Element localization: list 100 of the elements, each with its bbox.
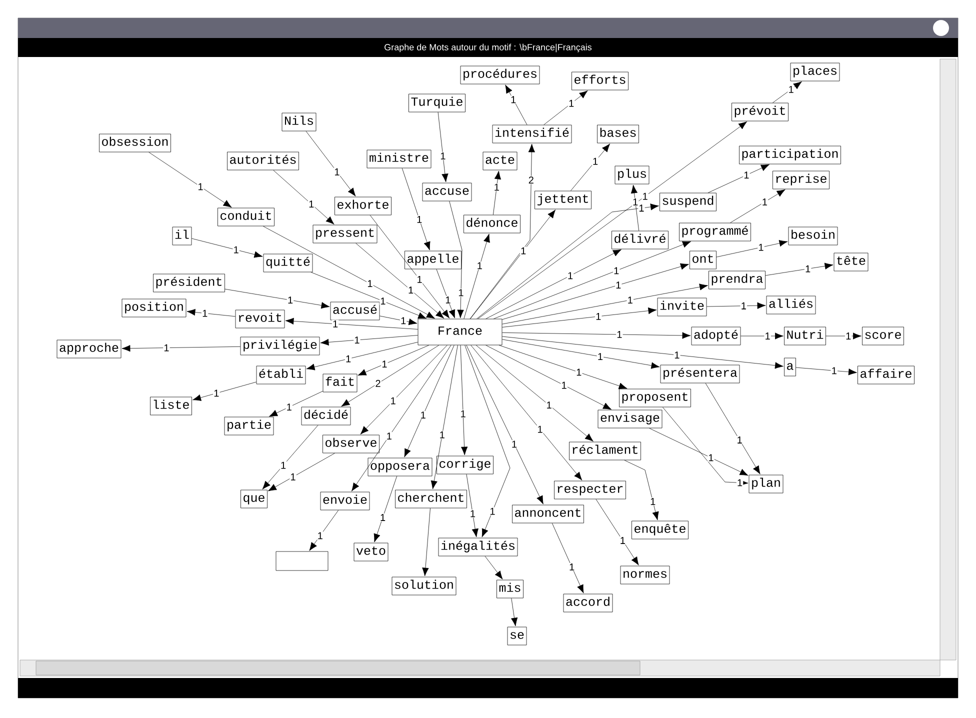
word-box: plan [748,474,784,494]
edge-label: 1 [562,382,566,389]
edge-label: 1 [380,298,386,305]
word-box: liste [150,396,192,416]
edge-label: 1 [832,367,836,374]
arrow [360,345,448,434]
edge-label: 1 [598,353,603,360]
word-box: proposent [619,388,691,408]
edge-label: 1 [421,412,426,418]
word-box: normes [620,566,670,584]
word-box: intensifié [492,124,572,144]
edge-label: 1 [202,310,208,317]
word-box: a [784,358,796,376]
arrow [796,367,857,376]
edge-label: 1 [616,282,621,289]
arrow [502,284,708,324]
word-box: accuse [422,182,472,202]
edge-label: 2 [376,380,380,387]
word-box: exhorte [334,196,392,216]
arrow [502,307,657,328]
arrow [380,316,418,326]
word-box: solution [392,576,456,596]
edge-label: 1 [759,244,764,251]
edge-label: 1 [846,332,851,340]
word-box: ont [690,250,716,270]
edge-label: 1 [164,344,169,352]
arrow [370,215,450,318]
edge-label: 1 [333,320,338,328]
arrow [730,189,786,223]
arrow [449,201,464,318]
arrow [486,249,622,319]
arrow [438,112,448,182]
edge-label: 1 [440,152,446,160]
edge-label: 1 [512,440,517,448]
edge-label: 1 [408,286,414,294]
arrow [306,131,356,196]
word-box: adopté [691,326,741,346]
edge-label: 1 [617,331,622,338]
arrow [470,345,582,480]
edge-label: 1 [281,462,286,469]
arrow [493,241,692,319]
edge-label: 1 [440,431,444,438]
arrow [224,288,330,309]
word-box: besoin [788,226,838,246]
arrow [402,168,430,250]
arrow [765,262,834,276]
arrow [502,263,689,320]
word-box: que [240,490,268,508]
word-box: Turquie [408,94,466,112]
arrow [498,345,628,390]
edge-label: 1 [291,473,296,480]
arrow [502,332,691,339]
edge-label: 1 [738,436,742,444]
word-box: Nutri [784,326,826,346]
empty-box [276,551,328,571]
word-box: dénonce [464,214,520,234]
edge-label: 1 [643,192,648,200]
arrow [262,226,435,319]
arrow [772,81,802,103]
word-box: approche [56,340,122,358]
arrow [464,234,490,319]
arrow [630,184,640,231]
word-box: reprise [772,170,830,190]
word-box: enquête [632,520,688,540]
word-box: ministre [366,150,432,168]
edge-label: 1 [490,508,495,515]
word-box: places [790,62,840,82]
edge-label: 1 [538,426,542,433]
arrow [466,345,544,504]
edge-label: 2 [528,176,534,184]
edge-label: 1 [620,537,625,544]
arrow [492,170,502,215]
arrow [470,144,535,319]
word-box: tête [834,252,868,272]
word-box: fait [322,374,358,392]
arrow [460,345,468,456]
arrow [436,269,456,318]
arrow [486,345,612,410]
word-box: délivré [612,230,668,250]
arrow [740,332,784,340]
edge-label: 1 [446,296,450,304]
word-box: procédures [460,66,540,84]
edge-label: 1 [742,302,746,310]
edge-label: 1 [569,100,574,107]
word-box: participation [739,146,841,164]
arrow [484,556,503,580]
edge-label: 1 [309,200,314,208]
word-box: jettent [534,190,592,210]
edge-label: 1 [806,265,810,272]
arrow [706,302,766,309]
arrow [306,342,418,370]
word-box: envoie [320,492,370,510]
edge-label: 1 [234,246,238,254]
word-box: partie [224,416,274,436]
diagram-title: Graphe de Mots autour du motif : \bFrance|Français [384,44,592,52]
word-box: France [418,318,502,346]
edge-label: 1 [318,532,322,540]
word-box: pressent [312,224,378,244]
edge-label: 1 [511,96,516,104]
edge-label: 1 [470,510,476,518]
